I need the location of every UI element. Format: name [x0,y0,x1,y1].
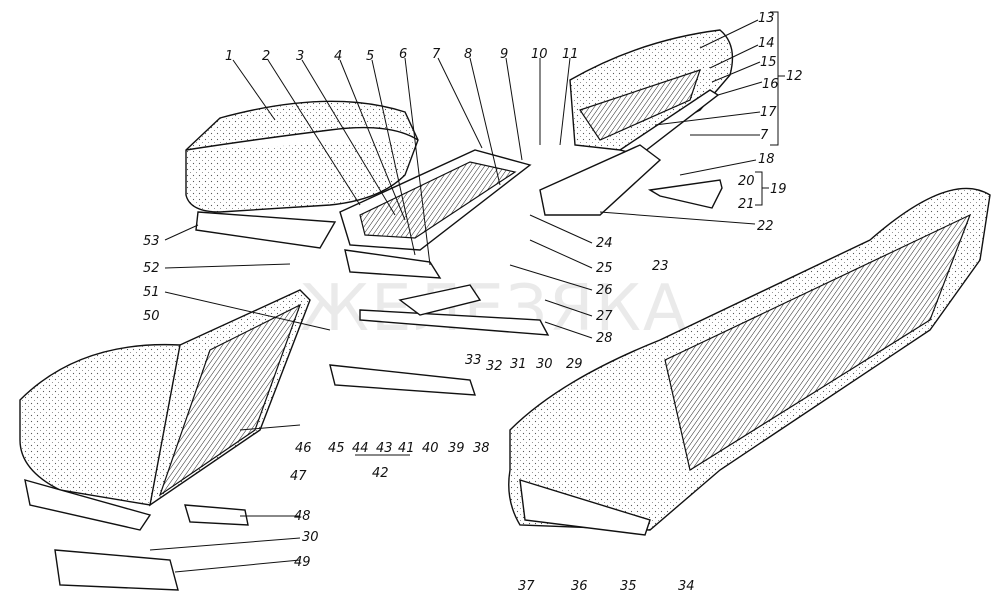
label-15: 15 [760,55,777,70]
label-41: 41 [398,441,415,456]
right-seat-part [508,187,991,536]
label-5: 5 [366,49,374,64]
label-23: 23 [652,259,669,274]
label-29: 29 [566,357,583,372]
label-7-secondary: 7 [760,128,769,143]
label-47: 47 [290,469,307,484]
label-49: 49 [294,555,311,570]
watermark-text: ЖЕЛЕЗЯКА [300,272,689,346]
label-19: 19 [770,182,787,197]
seat-rail-part [329,284,550,396]
label-46: 46 [295,441,312,456]
callout-labels: 1 2 3 4 5 6 7 8 9 10 11 12 13 14 15 16 1… [143,11,803,594]
label-11: 11 [562,47,579,62]
label-37: 37 [518,579,535,594]
label-7: 7 [432,47,441,62]
label-12: 12 [786,69,803,84]
label-30: 30 [536,357,553,372]
label-6: 6 [399,47,407,62]
label-24: 24 [596,236,613,251]
label-50: 50 [143,309,160,324]
label-9: 9 [500,47,508,62]
label-27: 27 [596,309,613,324]
leader-lines [149,11,785,573]
label-26: 26 [596,283,613,298]
label-8: 8 [464,47,472,62]
label-1: 1 [225,49,233,64]
label-38: 38 [473,441,490,456]
left-rail-part [184,504,249,526]
label-39: 39 [448,441,465,456]
cushion-base-part [195,211,337,249]
label-25: 25 [596,261,613,276]
label-43: 43 [376,441,393,456]
label-32: 32 [486,359,503,374]
label-45: 45 [328,441,345,456]
label-36: 36 [571,579,588,594]
label-34: 34 [678,579,695,594]
label-35: 35 [620,579,637,594]
label-10: 10 [531,47,548,62]
label-22: 22 [757,219,774,234]
left-seat-part [19,289,311,531]
label-42: 42 [372,466,389,481]
seat-frame-part [339,149,532,279]
lower-frame-part [539,144,662,216]
label-40: 40 [422,441,439,456]
left-slider-part [54,549,179,591]
label-16: 16 [762,77,779,92]
label-3: 3 [296,49,304,64]
label-48: 48 [294,509,311,524]
label-31: 31 [510,357,527,372]
label-18: 18 [758,152,775,167]
label-33: 33 [465,353,482,368]
label-13: 13 [758,11,775,26]
label-51: 51 [143,285,160,300]
label-2: 2 [262,49,270,64]
seat-cushion-part [185,100,419,213]
label-21: 21 [738,197,755,212]
label-53: 53 [143,234,160,249]
label-14: 14 [758,36,775,51]
label-30-secondary: 30 [302,530,319,545]
backrest-part [569,29,734,151]
label-20: 20 [738,174,755,189]
hinge-part [647,179,723,209]
label-28: 28 [596,331,613,346]
label-4: 4 [334,49,342,64]
label-44: 44 [352,441,369,456]
label-52: 52 [143,261,160,276]
label-17: 17 [760,105,777,120]
